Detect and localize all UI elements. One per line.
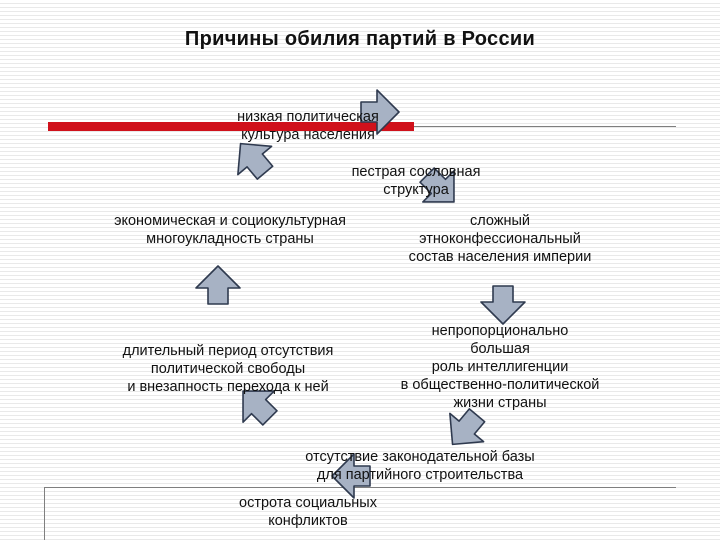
node-intelligentsia: непропорционально большая роль интеллиге… bbox=[400, 323, 600, 411]
node-ethno: сложный этноконфессиональный состав насе… bbox=[408, 213, 592, 265]
divider-line-top bbox=[414, 126, 676, 127]
accent-bar bbox=[48, 122, 414, 131]
node-long-period: длительный период отсутствия политическо… bbox=[122, 343, 334, 395]
cycle-arrow-icon bbox=[480, 285, 526, 325]
node-class-structure: пестрая сословная структура bbox=[351, 164, 481, 198]
divider-line-bottom bbox=[44, 487, 676, 488]
node-economic: экономическая и социокультурная многоукл… bbox=[114, 213, 346, 247]
cycle-arrow-icon bbox=[195, 265, 241, 305]
page-title: Причины обилия партий в России bbox=[184, 28, 536, 50]
node-social-conflicts: острота социальных конфликтов bbox=[239, 495, 377, 529]
node-no-legislation: отсутствие законодательной базы для парт… bbox=[305, 449, 535, 483]
node-low-culture: низкая политическая культура населения bbox=[237, 109, 379, 143]
divider-line-vertical bbox=[44, 487, 45, 540]
